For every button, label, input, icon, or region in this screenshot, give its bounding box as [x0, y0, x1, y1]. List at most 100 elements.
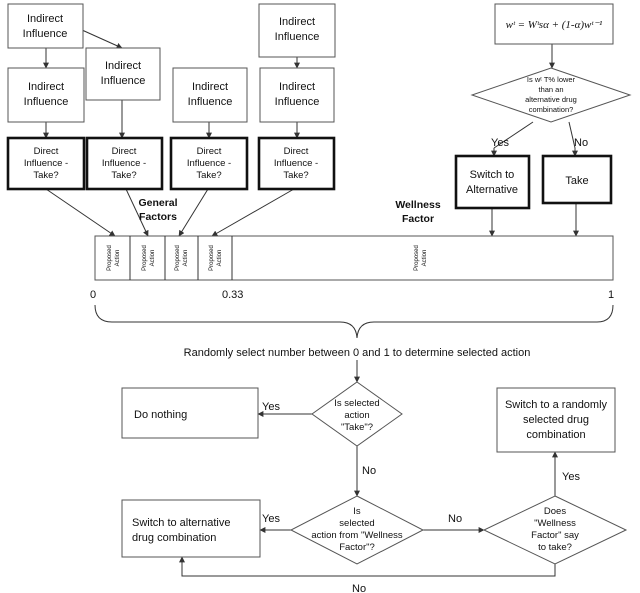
switch-random-line-1: Switch to a randomly [505, 399, 608, 411]
q-say-take-no-label: No [352, 583, 366, 593]
q-say-take-line-2: "Wellness [534, 518, 576, 529]
take-label: Take [565, 175, 588, 187]
general-factors-label: General Factors [138, 197, 177, 223]
proposed-action-line-2: Action [183, 250, 189, 267]
q-wellness-line-2: selected [339, 518, 374, 529]
take-box: Take [541, 154, 613, 205]
direct-influence-line-2: Influence - [24, 158, 68, 169]
do-nothing-box: Do nothing [121, 387, 259, 439]
wellness-question-line-3: alternative drug [525, 95, 577, 104]
q-take-no-label: No [362, 465, 376, 477]
proposed-action-line-2: Action [150, 250, 156, 267]
wellness-factor-line-1: Wellness [395, 199, 440, 211]
bar-tick-033: 0.33 [222, 289, 243, 301]
wellness-no-label: No [574, 137, 588, 149]
q-take-yes-label: Yes [262, 401, 280, 413]
direct-influence-line-3: Take? [33, 170, 58, 181]
switch-random-line-3: combination [526, 429, 585, 441]
switch-alt-combo-line-1: Switch to alternative [132, 517, 230, 529]
q-wellness-no-label: No [448, 513, 462, 525]
wellness-yes-label: Yes [491, 137, 509, 149]
indirect-influence-line-2: Influence [101, 75, 146, 87]
general-factors-line-1: General [138, 197, 177, 209]
wellness-question-line-4: combination? [529, 105, 574, 114]
switch-to-alternative-box: Switch to Alternative [454, 154, 531, 210]
direct-influence-box-1: Direct Influence - Take? [6, 136, 86, 191]
q-take-diamond: Is selected action "Take"? [311, 381, 403, 447]
direct-influence-line-3: Take? [111, 170, 136, 181]
q-say-take-yes-label: Yes [562, 471, 580, 483]
indirect-influence-box-4: Indirect Influence [172, 67, 248, 123]
proposed-action-line-2: Action [115, 250, 121, 267]
direct-influence-line-1: Direct [197, 146, 222, 157]
wellness-factor-label: Wellness Factor [395, 199, 440, 225]
proposed-action-line-1: Proposed [142, 245, 148, 271]
q-wellness-yes-label: Yes [262, 513, 280, 525]
indirect-influence-line-1: Indirect [28, 81, 64, 93]
indirect-influence-line-2: Influence [188, 96, 233, 108]
switch-alt-line-1: Switch to [470, 169, 515, 181]
proposed-action-line-1: Proposed [107, 245, 113, 271]
bar-tick-0: 0 [90, 289, 96, 301]
direct-influence-line-1: Direct [34, 146, 59, 157]
bar-tick-1: 1 [608, 289, 614, 301]
indirect-influence-box-6: Indirect Influence [259, 67, 335, 123]
wellness-question-line-1: Is wᵗ T% lower [527, 75, 576, 84]
q-take-line-1: Is selected [334, 398, 379, 409]
q-take-line-2: action [344, 410, 369, 421]
direct-influence-line-2: Influence - [187, 158, 231, 169]
indirect-influence-line-1: Indirect [105, 60, 141, 72]
indirect-influence-line-1: Indirect [27, 13, 63, 25]
proposed-action-segment-wellness: Proposed Action [414, 245, 428, 271]
formula-box: wᵗ = Wᵗsα + (1-α)wᵗ⁻¹ [494, 3, 614, 45]
direct-influence-box-2: Direct Influence - Take? [85, 136, 164, 191]
q-wellness-line-4: Factor"? [339, 542, 375, 553]
direct-influence-line-1: Direct [284, 146, 309, 157]
proposed-action-segment-3: Proposed Action [175, 245, 189, 271]
indirect-influence-line-2: Influence [23, 28, 68, 40]
q-say-take-line-1: Does [544, 506, 566, 517]
direct-influence-line-2: Influence - [102, 158, 146, 169]
switch-alt-combo-box: Switch to alternative drug combination [121, 499, 261, 558]
indirect-influence-box-3: Indirect Influence [7, 67, 85, 123]
indirect-influence-line-1: Indirect [279, 16, 315, 28]
indirect-influence-line-2: Influence [275, 96, 320, 108]
random-select-text: Randomly select number between 0 and 1 t… [184, 347, 531, 359]
switch-alt-combo-line-2: drug combination [132, 532, 216, 544]
indirect-influence-line-1: Indirect [192, 81, 228, 93]
direct-influence-line-3: Take? [196, 170, 221, 181]
formula-text: wᵗ = Wᵗsα + (1-α)wᵗ⁻¹ [506, 19, 603, 31]
indirect-influence-line-2: Influence [275, 31, 320, 43]
proposed-action-segment-2: Proposed Action [142, 245, 156, 271]
direct-influence-box-3: Direct Influence - Take? [169, 136, 249, 191]
indirect-influence-box-1: Indirect Influence [7, 3, 84, 49]
switch-alt-line-2: Alternative [466, 184, 518, 196]
proposed-action-line-1: Proposed [175, 245, 181, 271]
proposed-action-line-2: Action [217, 250, 223, 267]
direct-influence-line-1: Direct [112, 146, 137, 157]
proposed-action-segment-4: Proposed Action [209, 245, 223, 271]
proposed-action-line-1: Proposed [209, 245, 215, 271]
q-wellness-say-take-diamond: Does "Wellness Factor" say to take? [482, 495, 628, 565]
q-from-wellness-diamond: Is selected action from "Wellness Factor… [289, 495, 425, 565]
q-say-take-line-4: to take? [538, 542, 572, 553]
switch-random-line-2: selected drug [523, 414, 589, 426]
indirect-influence-line-1: Indirect [279, 81, 315, 93]
q-wellness-line-1: Is [353, 506, 361, 517]
general-factors-line-2: Factors [139, 211, 177, 223]
q-say-take-line-3: Factor" say [531, 530, 579, 541]
direct-influence-line-3: Take? [283, 170, 308, 181]
proposed-action-segment-1: Proposed Action [107, 245, 121, 271]
switch-random-combo-box: Switch to a randomly selected drug combi… [496, 387, 616, 453]
proposed-action-bar: Proposed Action Proposed Action Proposed… [94, 235, 614, 281]
indirect-influence-box-2: Indirect Influence [85, 47, 161, 101]
wellness-factor-line-2: Factor [402, 213, 434, 225]
proposed-action-line-2: Action [422, 250, 428, 267]
q-take-line-3: "Take"? [341, 422, 373, 433]
connector-lines [43, 29, 614, 577]
indirect-influence-line-2: Influence [24, 96, 69, 108]
q-wellness-line-3: action from "Wellness [311, 530, 403, 541]
indirect-influence-box-5: Indirect Influence [258, 3, 336, 58]
do-nothing-label: Do nothing [134, 409, 187, 421]
